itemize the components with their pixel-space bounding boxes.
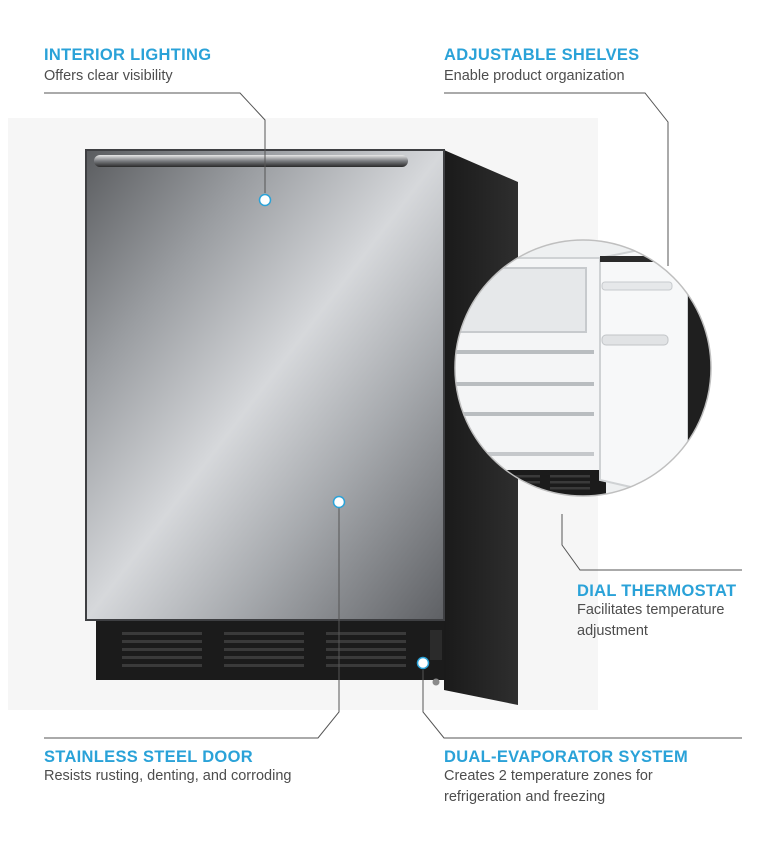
- door-handle: [94, 155, 408, 167]
- stainless-door-title: STAINLESS STEEL DOOR: [44, 748, 253, 766]
- dial-thermostat-line: [561, 514, 742, 571]
- kick-plate-vents: [122, 632, 406, 667]
- stainless-door-line: [44, 508, 340, 739]
- stainless-door-description: Resists rusting, denting, and corroding: [44, 768, 292, 784]
- callout-lines: [44, 92, 742, 739]
- hotspot-interior-lighting: [258, 193, 272, 207]
- hotspot-stainless-door: [332, 495, 346, 509]
- adjustable-shelves-description: Enable product organization: [444, 68, 625, 84]
- door-hinge: [430, 630, 442, 660]
- dial-thermostat-description: Facilitates temperature adjustment: [577, 602, 725, 639]
- dial-thermostat-title: DIAL THERMOSTAT: [577, 582, 737, 600]
- hotspots: [258, 193, 430, 670]
- lock-icon: [432, 678, 440, 686]
- dual-evaporator-line: [422, 670, 742, 739]
- dual-evaporator-title: DUAL-EVAPORATOR SYSTEM: [444, 748, 689, 766]
- interior-lighting-line: [44, 92, 266, 193]
- hotspot-dual-evaporator: [416, 656, 430, 670]
- adjustable-shelves-title: ADJUSTABLE SHELVES: [444, 46, 640, 64]
- dual-evaporator-description: Creates 2 temperature zones for refriger…: [444, 768, 653, 805]
- interior-lighting-title: INTERIOR LIGHTING: [44, 46, 212, 64]
- adjustable-shelves-line: [444, 92, 669, 266]
- stainless-door: [86, 150, 444, 620]
- interior-lighting-description: Offers clear visibility: [44, 68, 173, 84]
